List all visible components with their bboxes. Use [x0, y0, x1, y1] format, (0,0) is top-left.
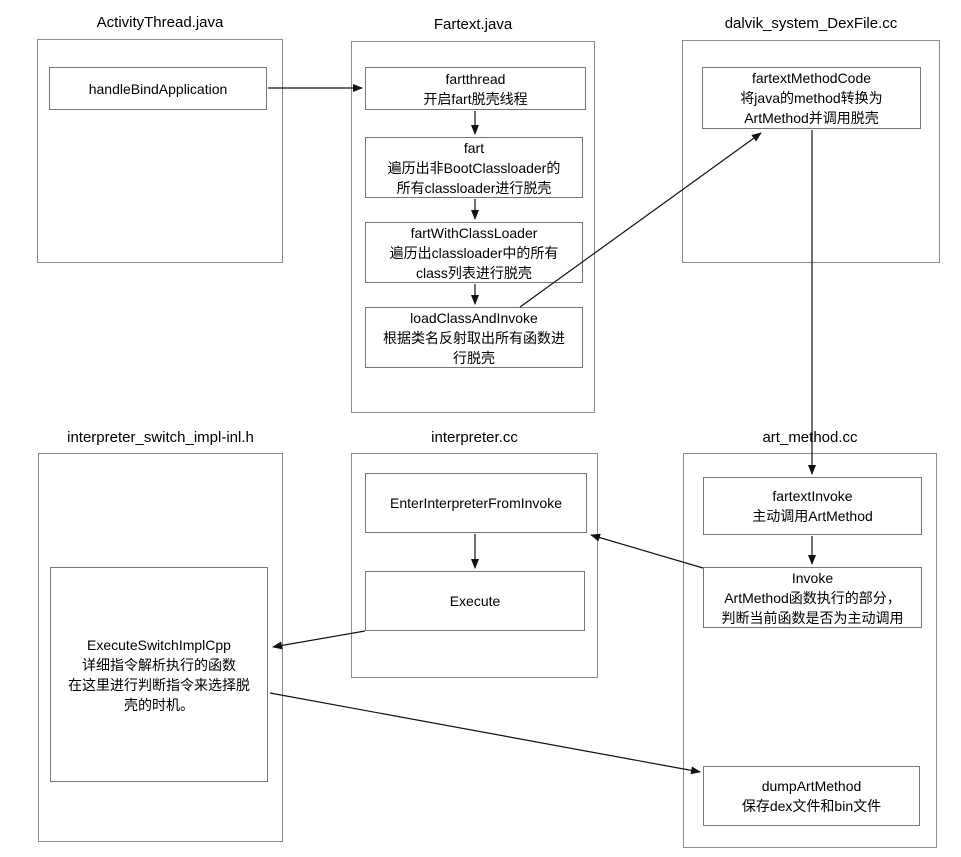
node-fartthread: fartthread 开启fart脱壳线程: [365, 67, 586, 110]
panel-title-art-method: art_method.cc: [762, 429, 858, 446]
edge-executeSwitchImplCpp-dumpArtMethod: [269, 692, 701, 775]
node-fartext-method-code: fartextMethodCode 将java的method转换为 ArtMet…: [702, 67, 921, 129]
node-handle-bind-application: handleBindApplication: [49, 67, 267, 110]
node-enter-interpreter-from-invoke: EnterInterpreterFromInvoke: [365, 473, 587, 533]
node-execute-switch-impl-cpp: ExecuteSwitchImplCpp 详细指令解析执行的函数 在这里进行判断…: [50, 567, 268, 782]
node-execute: Execute: [365, 571, 585, 631]
panel-title-fartext: Fartext.java: [433, 16, 513, 33]
node-fart-with-class-loader: fartWithClassLoader 遍历出classloader中的所有 c…: [365, 222, 583, 283]
node-invoke: Invoke ArtMethod函数执行的部分， 判断当前函数是否为主动调用: [703, 567, 922, 628]
panel-activity-thread: [37, 39, 283, 263]
panel-title-dex-file: dalvik_system_DexFile.cc: [724, 15, 898, 32]
node-load-class-and-invoke: loadClassAndInvoke 根据类名反射取出所有函数进 行脱壳: [365, 307, 583, 368]
panel-art-method: [683, 453, 937, 848]
panel-title-interpreter: interpreter.cc: [431, 429, 518, 446]
panel-title-activity-thread: ActivityThread.java: [96, 14, 224, 31]
panel-title-interpreter-switch: interpreter_switch_impl-inl.h: [67, 429, 254, 446]
node-dump-art-method: dumpArtMethod 保存dex文件和bin文件: [703, 766, 920, 826]
node-fart: fart 遍历出非BootClassloader的 所有classloader进…: [365, 137, 583, 198]
node-fartext-invoke: fartextInvoke 主动调用ArtMethod: [703, 477, 922, 535]
